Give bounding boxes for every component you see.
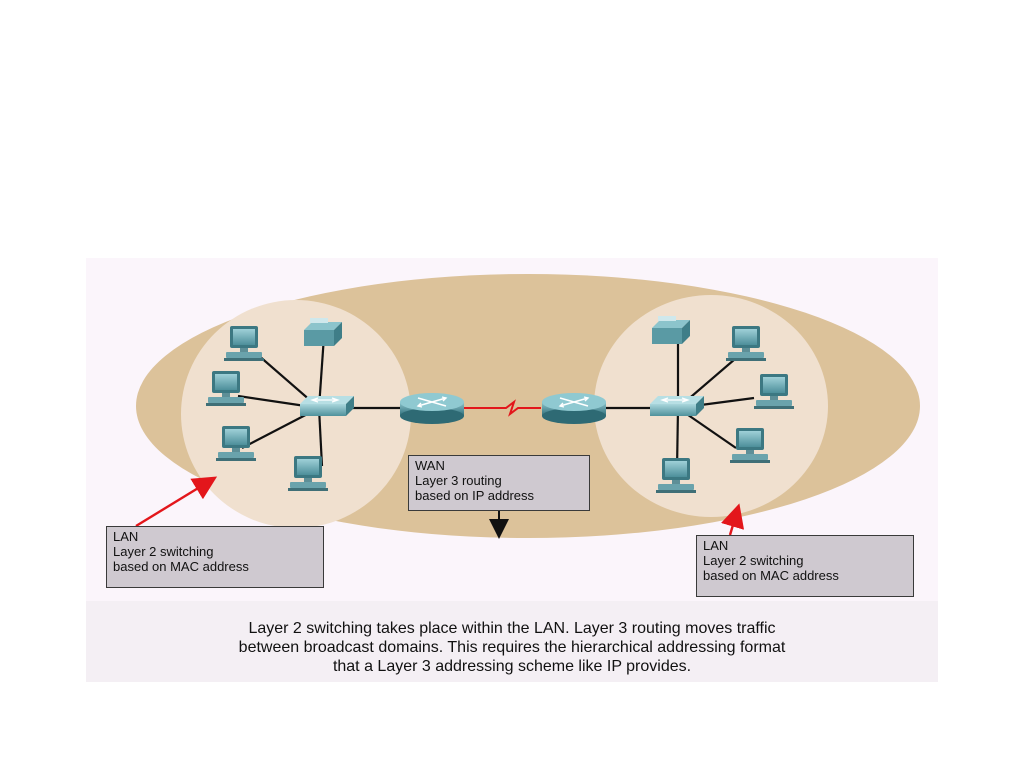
wan-label-line: WAN (415, 458, 445, 473)
workstation-icon (726, 326, 766, 361)
lan-left-label-line: Layer 2 switching (113, 544, 214, 559)
switch-icon (649, 395, 705, 417)
lan-right-label-line: LAN (703, 538, 729, 553)
diagram-caption: Layer 2 switching takes place within the… (106, 619, 918, 676)
workstation-icon (656, 458, 696, 493)
workstation-icon (730, 428, 770, 463)
lan-left-label-line: based on MAC address (113, 559, 249, 574)
lan-left-label-line: LAN (113, 529, 139, 544)
router-icon (399, 392, 465, 425)
caption-line: Layer 2 switching takes place within the… (248, 620, 776, 637)
wan-label-line: Layer 3 routing (415, 473, 502, 488)
lan-right-label: LAN Layer 2 switching based on MAC addre… (696, 535, 914, 597)
serial-link (464, 399, 541, 417)
router-icon (541, 392, 607, 425)
lan-right-label-line: Layer 2 switching (703, 553, 804, 568)
diagram-panel: LAN Layer 2 switching based on MAC addre… (86, 258, 938, 682)
caption-backdrop (86, 601, 938, 682)
switch-icon (299, 395, 355, 417)
workstation-icon (288, 456, 328, 491)
wan-label: WAN Layer 3 routing based on IP address (408, 455, 590, 511)
lan-left-label: LAN Layer 2 switching based on MAC addre… (106, 526, 324, 588)
network-diagram (86, 274, 938, 682)
workstation-icon (216, 426, 256, 461)
workstation-icon (206, 371, 246, 406)
caption-line: that a Layer 3 addressing scheme like IP… (332, 658, 692, 675)
lan-area-left (181, 300, 411, 528)
caption-line: between broadcast domains. This requires… (238, 639, 786, 656)
wan-label-line: based on IP address (415, 488, 535, 503)
lan-left-pointer-arrow (135, 476, 218, 528)
workstation-icon (754, 374, 794, 409)
lan-right-label-line: based on MAC address (703, 568, 839, 583)
workstation-icon (224, 326, 264, 361)
lan-right-pointer-arrow (721, 503, 745, 536)
